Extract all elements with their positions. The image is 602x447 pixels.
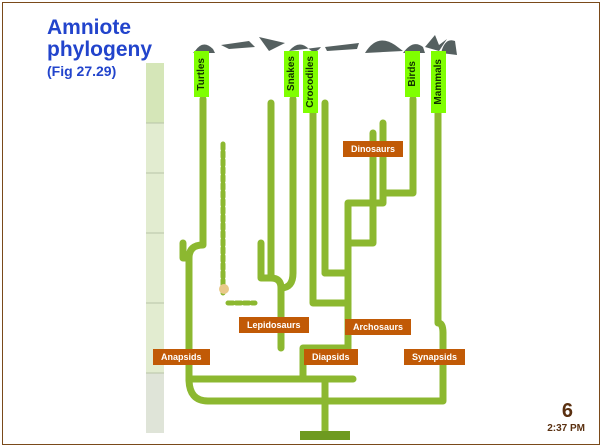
label-mammals-text: Mammals <box>433 59 444 105</box>
label-crocodiles: Crocodiles <box>303 51 318 113</box>
slide-subtitle: (Fig 27.29) <box>47 63 117 79</box>
branch-mammals <box>434 95 447 337</box>
label-turtles: Turtles <box>194 51 209 97</box>
branch-turtles <box>185 95 207 383</box>
branch-archosaur-stem <box>309 99 352 352</box>
label-lepidosaurs: Lepidosaurs <box>239 317 309 333</box>
label-anapsids: Anapsids <box>153 349 210 365</box>
branch-extinct-dashed <box>220 140 258 306</box>
label-birds-text: Birds <box>407 61 418 87</box>
branch-birds <box>379 95 417 197</box>
label-mammals: Mammals <box>431 51 446 113</box>
branch-turtle-side <box>179 239 193 262</box>
slide-title: Amniote phylogeny <box>47 17 152 61</box>
title-line-1: Amniote <box>47 16 131 39</box>
label-archosaurs: Archosaurs <box>345 319 412 335</box>
label-snakes: Snakes <box>284 51 299 97</box>
branch-dino-split <box>344 119 387 247</box>
label-diapsids: Diapsids <box>304 349 358 365</box>
fossil-marker <box>219 284 229 294</box>
branch-snakes <box>277 95 297 292</box>
branch-root-split <box>185 329 447 405</box>
dinosaur-icon <box>365 40 403 53</box>
slide-time: 2:37 PM <box>547 423 585 434</box>
label-snakes-text: Snakes <box>286 56 297 92</box>
phylogeny-tree <box>179 95 447 440</box>
turtle-icon <box>193 44 215 53</box>
bird-icon <box>425 35 447 51</box>
label-synapsids: Synapsids <box>404 349 466 365</box>
title-line-2: phylogeny <box>47 38 153 61</box>
branch-diapsid-stem <box>299 344 352 383</box>
lizard-icon <box>221 41 255 49</box>
animal-silhouettes <box>193 35 457 55</box>
raptor-icon <box>403 44 425 53</box>
base-label-box <box>300 431 350 440</box>
page-number: 6 <box>561 400 573 422</box>
label-birds: Birds <box>405 51 420 97</box>
label-turtles-text: Turtles <box>196 57 207 91</box>
pterosaur-icon <box>259 37 285 51</box>
label-crocodiles-text: Crocodiles <box>305 56 316 108</box>
crocodile-icon <box>325 43 359 51</box>
label-dinosaurs: Dinosaurs <box>343 141 404 157</box>
snake-icon <box>289 44 321 52</box>
geologic-time-bar <box>146 63 164 433</box>
